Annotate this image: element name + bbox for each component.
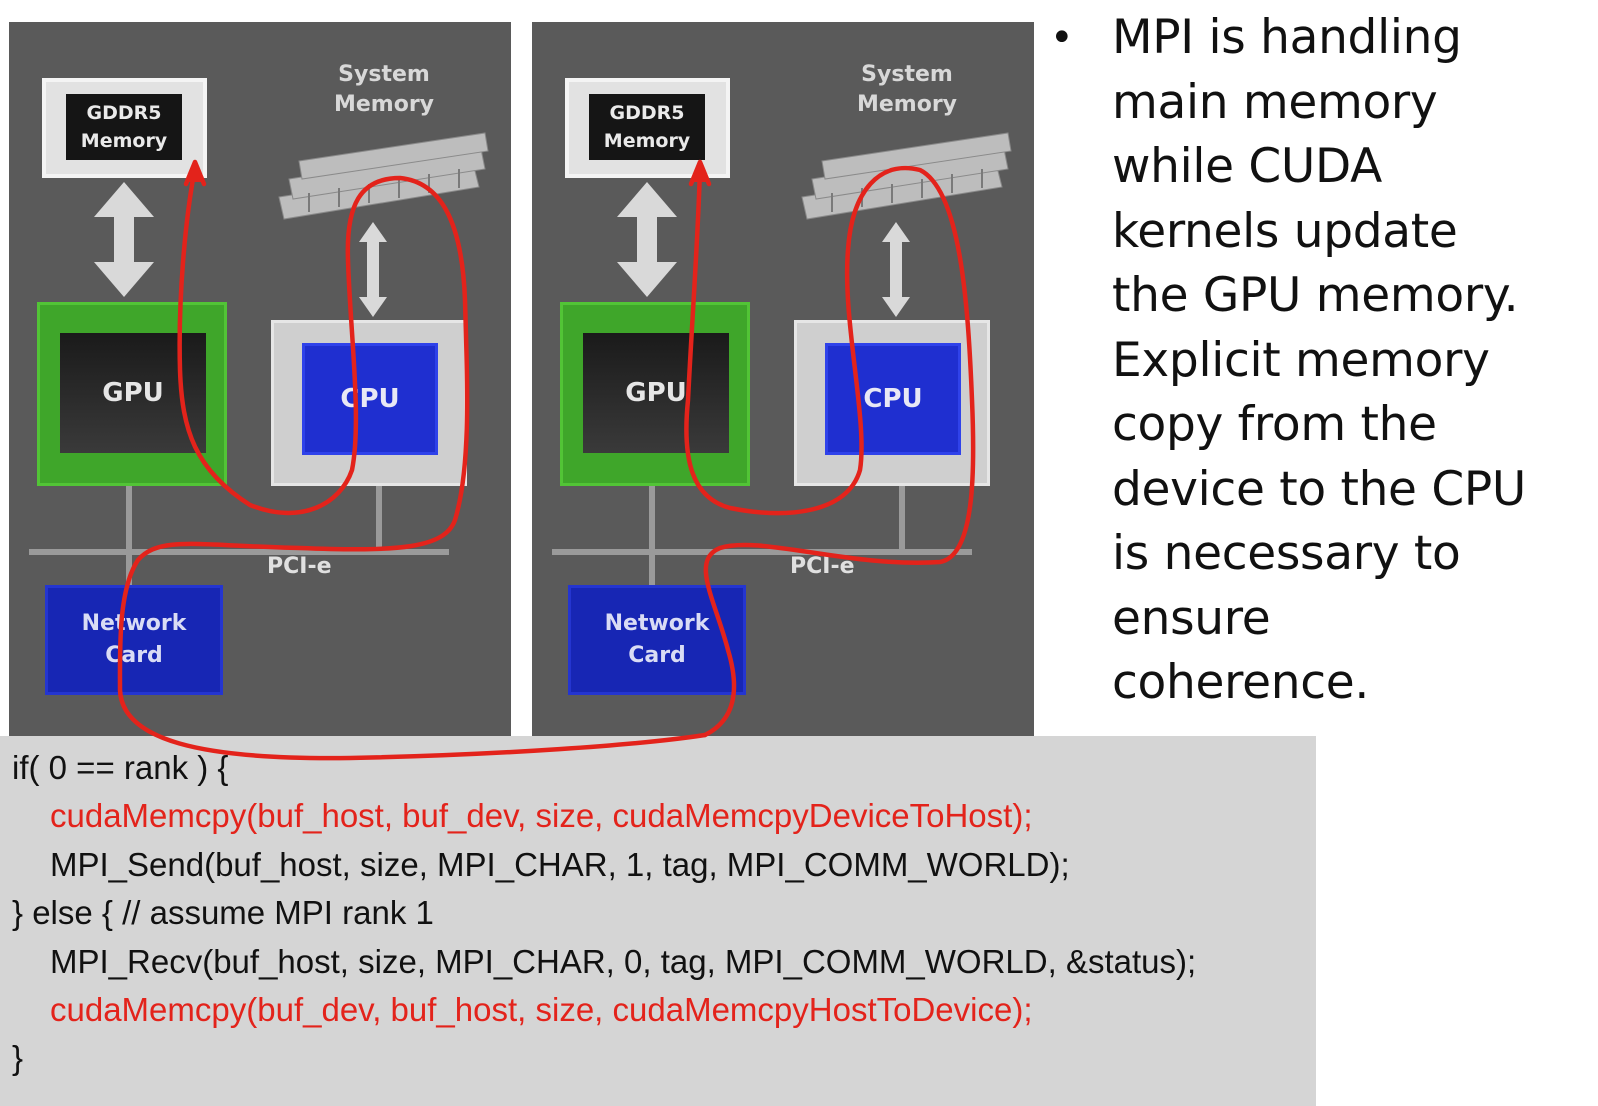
cpu-label: CPU [825,343,961,455]
code-line: MPI_Recv(buf_host, size, MPI_CHAR, 0, ta… [50,942,1197,980]
node-diagram-left: GDDR5 Memory System Memory GPU CPU PCI-e… [9,22,511,738]
code-line-cuda-h2d: cudaMemcpy(buf_dev, buf_host, size, cuda… [50,990,1033,1028]
code-line: } else { // assume MPI rank 1 [12,894,434,932]
gddr5-memory-label: GDDR5 Memory [589,94,705,160]
explanation-text: MPI is handling main memory while CUDA k… [1112,10,1526,710]
bullet-dot-icon: • [1050,15,1074,61]
gddr5-memory-label: GDDR5 Memory [66,94,182,160]
gddr-label-line1: GDDR5 [86,101,162,124]
code-line: MPI_Send(buf_host, size, MPI_CHAR, 1, ta… [50,845,1070,883]
gddr5-memory-box: GDDR5 Memory [42,78,207,178]
sysmem-label-line2: Memory [856,91,958,117]
code-line: if( 0 == rank ) { [12,749,229,786]
cpu-box: CPU [271,320,467,486]
network-label-line2: Card [105,643,163,668]
code-line: } [12,1039,24,1077]
explanation-bullet: • MPI is handling main memory while CUDA… [1040,6,1590,716]
network-card-box: Network Card [45,585,223,695]
gddr-label-line1: GDDR5 [609,101,685,124]
sysmem-label-line2: Memory [333,91,435,117]
network-label-line1: Network [604,611,710,637]
system-memory-label: System Memory [309,60,459,119]
gpu-box: GPU [560,302,750,486]
code-block: if( 0 == rank ) { cudaMemcpy(buf_host, b… [0,736,1316,1106]
network-card-box: Network Card [568,585,746,695]
gddr5-memory-box: GDDR5 Memory [565,78,730,178]
gddr-label-line2: Memory [80,130,168,152]
sysmem-label-line1: System [861,62,953,87]
gpu-label: GPU [583,333,729,453]
gpu-memory-arrow [94,182,154,297]
node-diagram-right: GDDR5 Memory System Memory GPU CPU PCI-e… [532,22,1034,738]
system-memory-label: System Memory [832,60,982,119]
gpu-memory-arrow [617,182,677,297]
pcie-label: PCI-e [790,554,855,579]
sysmem-label-line1: System [338,62,430,87]
ram-modules-icon [278,132,489,220]
ram-modules-icon [801,132,1012,220]
pcie-label: PCI-e [267,554,332,579]
cpu-box: CPU [794,320,990,486]
network-label-line2: Card [628,643,686,668]
code-line-cuda-d2h: cudaMemcpy(buf_host, buf_dev, size, cuda… [50,797,1033,835]
cpu-label: CPU [302,343,438,455]
gddr-label-line2: Memory [603,130,691,152]
gpu-box: GPU [37,302,227,486]
network-label-line1: Network [81,611,187,637]
gpu-label: GPU [60,333,206,453]
